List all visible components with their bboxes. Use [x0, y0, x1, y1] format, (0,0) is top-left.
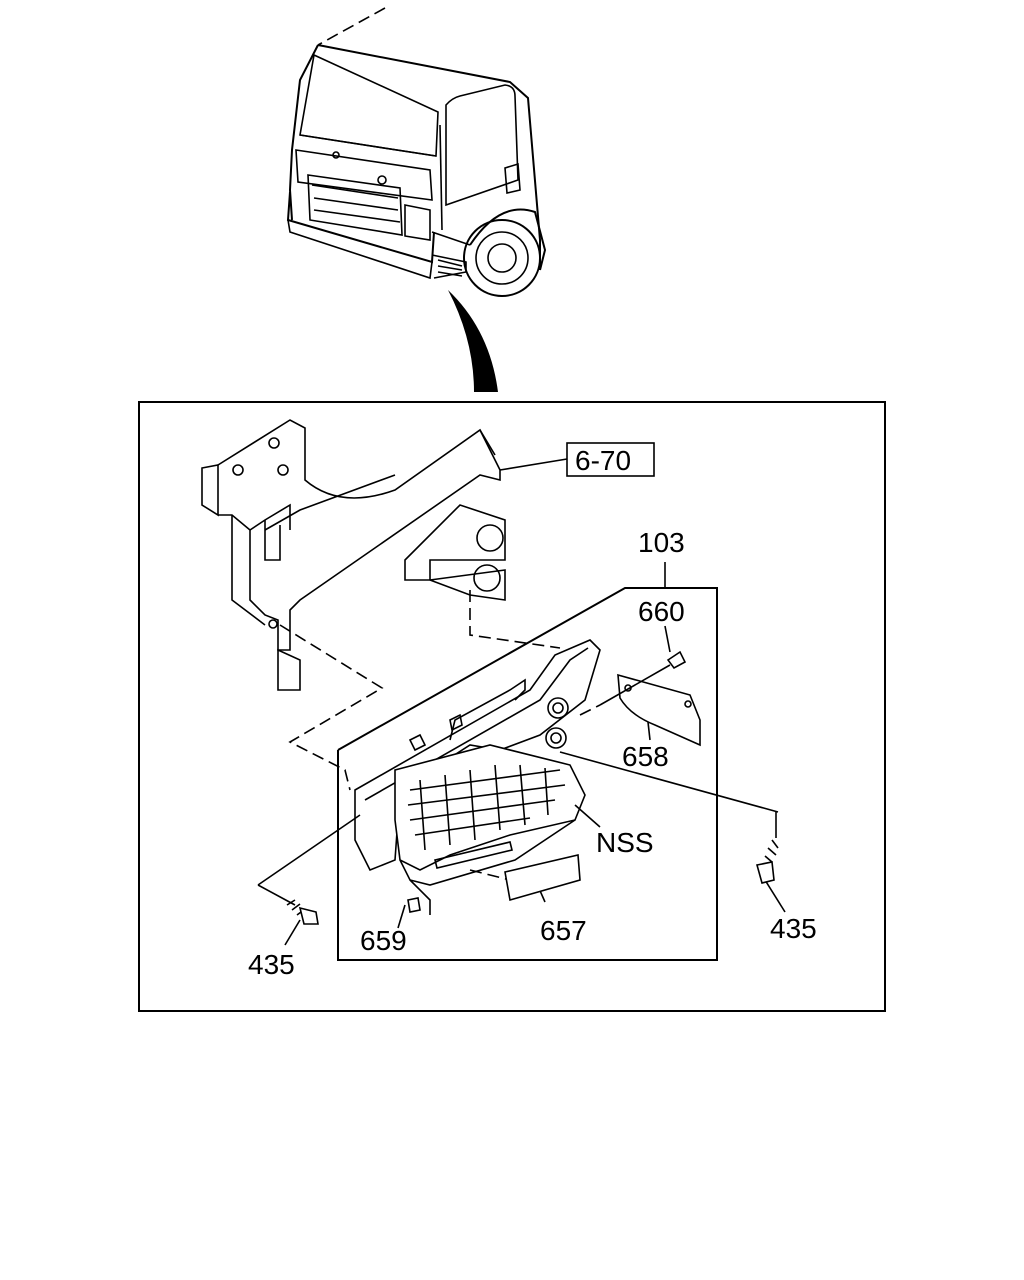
label-657: 657 [540, 915, 587, 946]
bolt-660 [599, 650, 687, 706]
detail-frame [138, 401, 886, 1012]
screw-right-435 [755, 839, 779, 884]
callout-arrow [448, 290, 498, 392]
step-assembly-frame [337, 587, 718, 961]
chassis-bracket [201, 419, 506, 691]
label-103: 103 [638, 527, 685, 558]
label-nss: NSS [596, 827, 654, 858]
screw-left-435 [286, 899, 319, 925]
label-435-right: 435 [770, 913, 817, 944]
reflector-657 [504, 854, 581, 902]
label-658: 658 [622, 741, 669, 772]
step-body [354, 639, 601, 915]
ref-box-label[interactable]: 6-70 [575, 445, 631, 476]
bracket-658 [617, 673, 701, 747]
label-659: 659 [360, 925, 407, 956]
label-660: 660 [638, 596, 685, 627]
clip-659 [407, 897, 421, 913]
truck-cab-illustration [286, 7, 547, 297]
ref-box-frame [566, 442, 655, 477]
tread-grid [407, 764, 566, 851]
label-435-left: 435 [248, 949, 295, 980]
